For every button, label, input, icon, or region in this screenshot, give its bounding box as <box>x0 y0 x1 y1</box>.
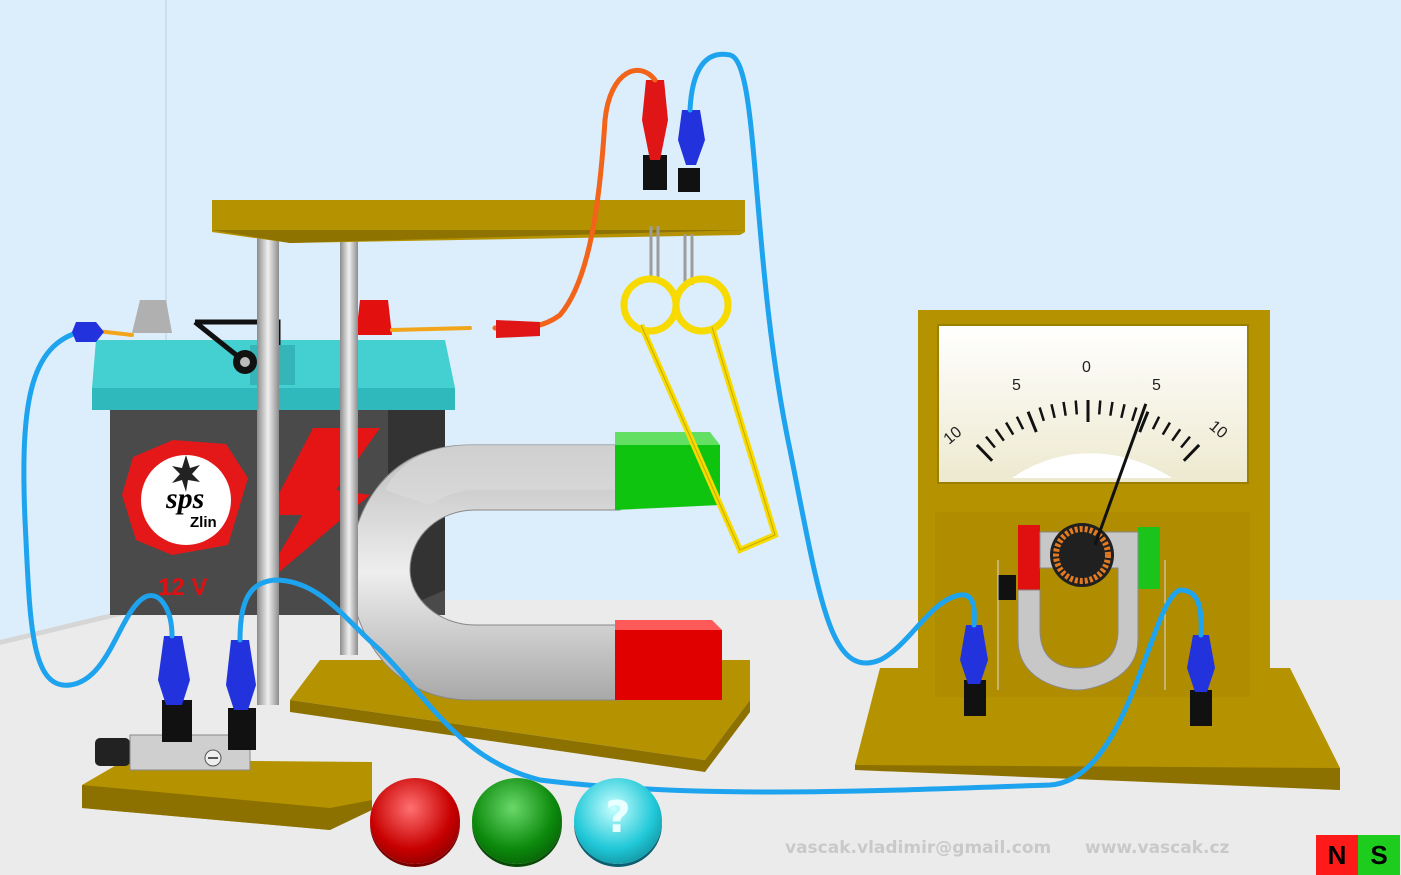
swing-conductor <box>620 226 779 554</box>
terminal-top-left <box>643 155 667 190</box>
scale-tick <box>1182 443 1201 462</box>
scale-tick <box>1120 403 1126 419</box>
scale-tick <box>1109 401 1114 416</box>
battery-voltage-label: 12 V <box>158 574 207 601</box>
scale-tick <box>1138 411 1150 433</box>
battery-terminal-positive <box>356 300 392 335</box>
switch-board <box>82 700 372 830</box>
red-button[interactable] <box>370 778 460 864</box>
south-pole-toggle[interactable]: S <box>1358 835 1400 875</box>
blue-plug-meter-left[interactable] <box>960 625 988 684</box>
help-button[interactable]: ? <box>574 778 662 864</box>
svg-text:Zlin: Zlin <box>190 514 217 531</box>
galvanometer: 10 5 0 5 10 <box>855 310 1340 790</box>
scale-tick <box>994 428 1005 442</box>
magnet-south-pole <box>615 630 722 700</box>
sps-logo: sps Zlin <box>122 440 248 555</box>
north-pole-toggle[interactable]: N <box>1316 835 1358 875</box>
green-button[interactable] <box>472 778 562 864</box>
scale-tick <box>1015 416 1025 430</box>
support-rod-right <box>340 235 358 655</box>
scale-tick <box>1161 421 1172 436</box>
scale-label-left-5: 5 <box>1012 377 1021 394</box>
support-rod-left <box>257 230 279 705</box>
scale-tick <box>1180 435 1191 449</box>
scale-tick <box>985 435 996 449</box>
scale-tick <box>1004 421 1015 436</box>
blue-plug-battery-right[interactable] <box>226 640 256 710</box>
scale-tick <box>975 443 994 462</box>
scale-tick <box>1097 400 1102 415</box>
magnet-north-pole <box>615 445 720 510</box>
scale-tick <box>1050 403 1056 419</box>
blue-clip-battery[interactable] <box>72 322 104 342</box>
scale-label-0: 0 <box>1082 359 1091 376</box>
red-plug-top[interactable] <box>642 80 668 160</box>
help-icon: ? <box>605 792 631 843</box>
scale-tick <box>1151 416 1161 430</box>
scale-tick <box>1130 407 1138 422</box>
footer-email[interactable]: vascak.vladimir@gmail.com <box>785 838 1052 858</box>
scale-tick <box>1062 401 1067 416</box>
blue-plug-battery-left[interactable] <box>158 636 190 705</box>
scale-label-right-5: 5 <box>1152 377 1161 394</box>
red-clip-battery[interactable] <box>496 320 540 338</box>
terminal-top-right <box>678 168 700 192</box>
meter-needle <box>1093 403 1148 546</box>
wires <box>21 51 1204 795</box>
blue-plug-meter-right[interactable] <box>1187 635 1215 692</box>
scale-tick <box>1026 411 1038 433</box>
scale-tick <box>1074 400 1079 415</box>
blue-plug-top[interactable] <box>678 110 705 165</box>
scale-tick <box>1171 428 1182 442</box>
footer-website[interactable]: www.vascak.cz <box>1085 838 1230 858</box>
scale-tick <box>1038 407 1046 422</box>
battery-terminal-negative <box>132 300 172 333</box>
